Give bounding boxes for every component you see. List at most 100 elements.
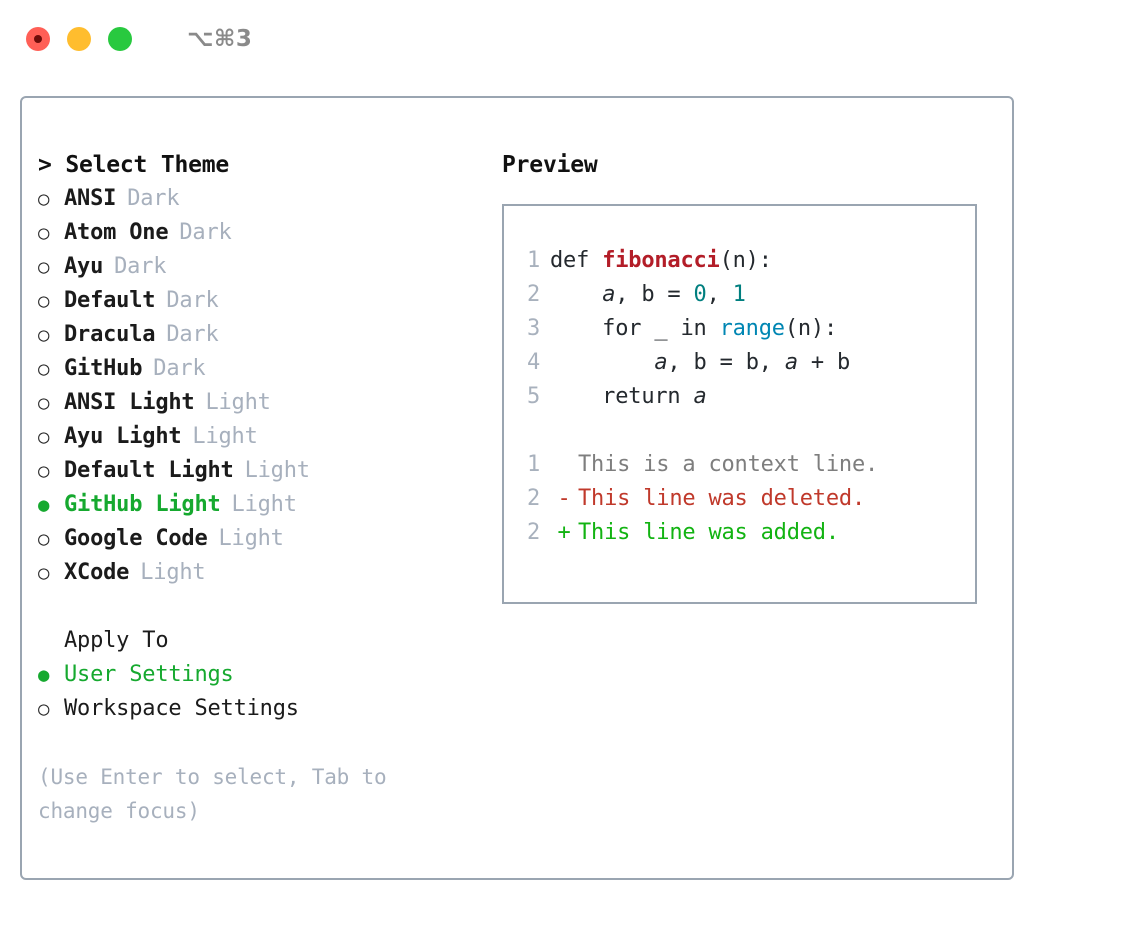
theme-option-dracula[interactable]: ○ Dracula Dark xyxy=(38,318,498,352)
code-line-text: for _ in range(n): xyxy=(550,312,837,346)
theme-option-ansi[interactable]: ○ ANSI Dark xyxy=(38,182,498,216)
code-line-text: a, b = 0, 1 xyxy=(550,278,746,312)
code-token-plain: , xyxy=(758,350,785,375)
radio-unselected-icon: ○ xyxy=(38,460,50,482)
code-token-plain: b xyxy=(837,350,851,375)
minimize-button[interactable] xyxy=(67,27,91,51)
code-token-var: a xyxy=(654,350,668,375)
code-token-plain xyxy=(550,282,602,307)
code-line-text: def fibonacci(n): xyxy=(550,244,772,278)
line-number: 2 xyxy=(526,282,540,307)
apply-to-list: ● User Settings ○Workspace Settings xyxy=(38,658,498,726)
line-number: 4 xyxy=(526,350,540,375)
code-line: 3 for _ in range(n): xyxy=(504,312,975,346)
code-line-text: a, b = b, a + b xyxy=(550,346,850,380)
diff-marker xyxy=(550,448,578,482)
preview-title: Preview xyxy=(502,152,598,178)
code-line: 4 a, b = b, a + b xyxy=(504,346,975,380)
theme-option-google-code[interactable]: ○ Google Code Light xyxy=(38,522,498,556)
theme-option-variant: Light xyxy=(192,424,258,449)
code-token-plain: (n): xyxy=(784,316,838,341)
diff-line-text: This line was deleted. xyxy=(578,486,865,511)
titlebar: ⌥⌘3 xyxy=(0,0,1140,78)
diff-line-text: This line was added. xyxy=(578,520,839,545)
diff-marker: + xyxy=(557,520,571,545)
code-token-var: a xyxy=(784,350,798,375)
code-token-plain: def xyxy=(550,248,603,273)
theme-option-label: GitHub xyxy=(64,356,143,381)
theme-option-label: Default Light xyxy=(64,458,234,483)
code-diff-separator xyxy=(504,414,975,448)
radio-unselected-icon: ○ xyxy=(38,324,50,346)
diff-marker: - xyxy=(557,486,571,511)
theme-option-variant: Dark xyxy=(114,254,167,279)
select-theme-header-label: Select Theme xyxy=(65,152,230,178)
code-token-plain: for _ in xyxy=(550,316,720,341)
code-token-plain: b xyxy=(641,282,655,307)
apply-to-option-label: User Settings xyxy=(64,662,234,687)
theme-option-variant: Light xyxy=(218,526,284,551)
theme-option-label: Ayu xyxy=(64,254,104,279)
theme-option-variant: Dark xyxy=(153,356,206,381)
theme-option-variant: Light xyxy=(244,458,310,483)
line-number: 2 xyxy=(526,486,540,511)
code-token-num: 0 xyxy=(693,282,707,307)
code-token-plain xyxy=(550,350,654,375)
apply-to-option-user-settings[interactable]: ● User Settings xyxy=(38,658,498,692)
theme-option-variant: Dark xyxy=(127,186,180,211)
theme-option-label: Dracula xyxy=(64,322,156,347)
code-token-func: fibonacci xyxy=(602,248,720,273)
diff-sample: 1 This is a context line. 2-This line was… xyxy=(504,448,975,550)
theme-option-github[interactable]: ○ GitHub Dark xyxy=(38,352,498,386)
code-token-builtin: range xyxy=(719,316,785,341)
code-line: 1 def fibonacci(n): xyxy=(504,244,975,278)
code-token-plain: = xyxy=(654,282,694,307)
theme-option-variant: Dark xyxy=(166,322,219,347)
select-theme-header: > Select Theme xyxy=(38,148,498,182)
theme-option-label: Google Code xyxy=(64,526,208,551)
code-token-plain: b xyxy=(693,350,707,375)
theme-option-default-light[interactable]: ○ Default Light Light xyxy=(38,454,498,488)
theme-option-label: ANSI xyxy=(64,186,117,211)
diff-line-text: This is a context line. xyxy=(578,452,879,477)
code-token-plain: b xyxy=(745,350,759,375)
radio-unselected-icon: ○ xyxy=(38,290,50,312)
code-token-plain: return xyxy=(550,384,694,409)
theme-option-label: Atom One xyxy=(64,220,169,245)
radio-selected-icon: ● xyxy=(38,664,50,686)
code-token-num: 1 xyxy=(732,282,746,307)
code-token-var: a xyxy=(693,384,707,409)
maximize-button[interactable] xyxy=(108,27,132,51)
radio-unselected-icon: ○ xyxy=(38,188,50,210)
radio-unselected-icon: ○ xyxy=(38,698,50,720)
list-spacer xyxy=(38,590,498,624)
keyboard-shortcut-label: ⌥⌘3 xyxy=(187,26,253,52)
line-number: 2 xyxy=(526,520,540,545)
radio-unselected-icon: ○ xyxy=(38,358,50,380)
line-number: 1 xyxy=(526,248,540,273)
code-token-plain: = xyxy=(706,350,746,375)
code-line: 5 return a xyxy=(504,380,975,414)
code-token-plain: , xyxy=(615,282,642,307)
apply-to-option-workspace-settings[interactable]: ○Workspace Settings xyxy=(38,692,498,726)
theme-option-label: Ayu Light xyxy=(64,424,182,449)
radio-unselected-icon: ○ xyxy=(38,222,50,244)
line-number: 3 xyxy=(526,316,540,341)
code-line-text: return a xyxy=(550,380,707,414)
radio-unselected-icon: ○ xyxy=(38,528,50,550)
close-button[interactable] xyxy=(26,27,50,51)
diff-line-deleted: 2-This line was deleted. xyxy=(504,482,975,516)
line-number: 1 xyxy=(526,452,540,477)
code-token-plain: (n): xyxy=(719,248,772,273)
theme-option-variant: Light xyxy=(231,492,297,517)
